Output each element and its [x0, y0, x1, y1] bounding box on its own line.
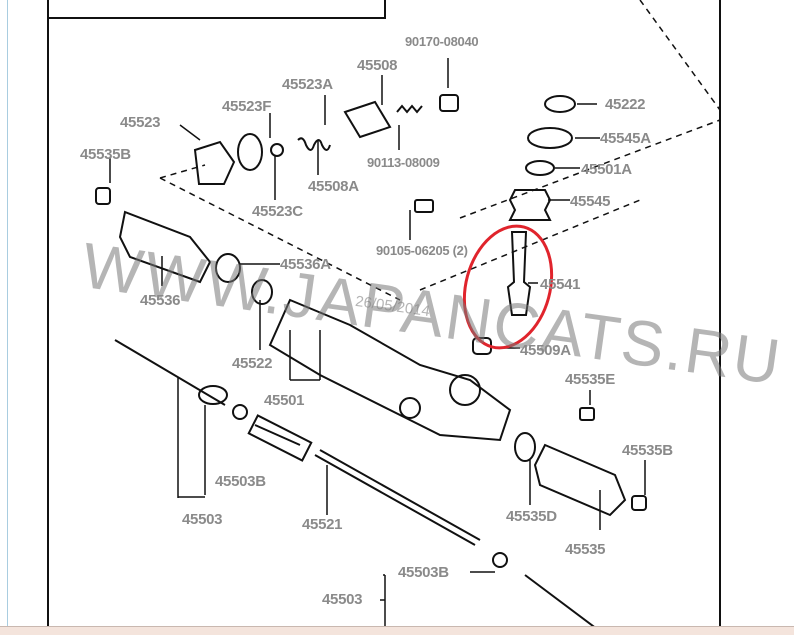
frame-border: [47, 0, 721, 626]
rack-sleeve: [247, 414, 313, 462]
part-90170-nut: [439, 94, 459, 112]
part-label-90105-06205[interactable]: 90105-06205 (2): [376, 243, 468, 258]
part-label-45503-bottom[interactable]: 45503: [322, 591, 363, 608]
part-label-45536[interactable]: 45536: [140, 292, 181, 309]
part-90105-bolt: [414, 199, 434, 213]
part-45501A: [525, 160, 555, 176]
part-label-45222[interactable]: 45222: [605, 96, 646, 113]
part-45503B-nut-bottom: [492, 552, 508, 568]
part-45535B-clip: [95, 187, 111, 205]
part-45521-rack: [254, 424, 481, 546]
part-label-45535B-top[interactable]: 45535B: [80, 146, 131, 163]
part-label-45521[interactable]: 45521: [302, 516, 343, 533]
part-45523A-spring: [297, 137, 331, 151]
part-90113-spring: [396, 104, 423, 114]
part-45541-pinion: [506, 231, 532, 316]
housing-port: [449, 374, 481, 406]
part-45523: [193, 140, 236, 185]
part-45535E-bolt: [579, 407, 595, 421]
dashed-region-right: [419, 0, 721, 291]
part-label-45541[interactable]: 45541: [540, 276, 581, 293]
part-45535D-clamp: [514, 432, 536, 462]
part-label-45545[interactable]: 45545: [570, 193, 611, 210]
tie-rod-end-left: [198, 385, 228, 405]
part-label-45523C[interactable]: 45523C: [252, 203, 303, 220]
part-45545A: [527, 127, 573, 149]
part-label-45535[interactable]: 45535: [565, 541, 606, 558]
part-label-45522[interactable]: 45522: [232, 355, 273, 372]
part-label-45535B-right[interactable]: 45535B: [622, 442, 673, 459]
part-label-45536A[interactable]: 45536A: [280, 256, 331, 273]
part-label-90113-08009[interactable]: 90113-08009: [367, 155, 440, 170]
part-label-45509A[interactable]: 45509A: [520, 342, 571, 359]
part-45536-boot: [118, 210, 212, 284]
part-label-45503B-left[interactable]: 45503B: [215, 473, 266, 490]
housing-mount: [399, 397, 421, 419]
part-45503-tie-rod-left: [114, 339, 226, 406]
part-label-45503-left[interactable]: 45503: [182, 511, 223, 528]
part-45523C: [270, 143, 284, 157]
part-45536A-clamp: [215, 253, 241, 283]
part-label-45535E[interactable]: 45535E: [565, 371, 615, 388]
part-45503-tie-rod-bottom: [524, 574, 606, 634]
part-45508: [343, 100, 392, 139]
highlight-circle: [462, 224, 554, 350]
bottom-status-bar: [0, 626, 794, 635]
part-45222: [544, 95, 576, 113]
part-45503B-nut-left: [232, 404, 248, 420]
part-45535-boot: [533, 443, 627, 517]
part-label-45501[interactable]: 45501: [264, 392, 305, 409]
part-label-45523A[interactable]: 45523A: [282, 76, 333, 93]
leader-lines: [109, 58, 646, 634]
part-45535B-clip-right: [631, 495, 647, 511]
part-45523F: [237, 133, 263, 171]
part-label-45508A[interactable]: 45508A: [308, 178, 359, 195]
dashed-region-upper: [159, 119, 721, 301]
part-label-45545A[interactable]: 45545A: [600, 130, 651, 147]
part-45545-boot: [508, 189, 552, 221]
window-left-edge: [7, 0, 8, 626]
part-label-45501A[interactable]: 45501A: [581, 161, 632, 178]
part-label-45535D[interactable]: 45535D: [506, 508, 557, 525]
part-label-45508[interactable]: 45508: [357, 57, 398, 74]
part-45522-bush: [251, 279, 273, 305]
part-label-90170-08040[interactable]: 90170-08040: [405, 34, 479, 49]
part-label-45503B-bottom[interactable]: 45503B: [398, 564, 449, 581]
part-label-45523[interactable]: 45523: [120, 114, 161, 131]
part-45501-housing: [268, 298, 512, 442]
part-label-45523F[interactable]: 45523F: [222, 98, 272, 115]
